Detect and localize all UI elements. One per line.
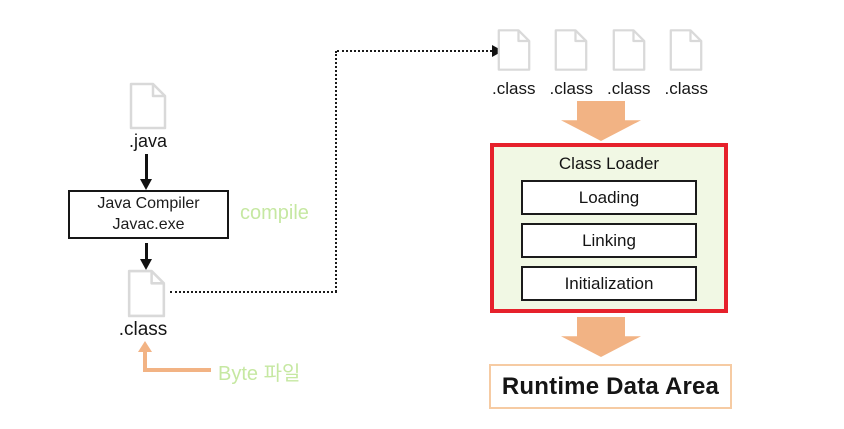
- arrow-java-to-compiler-head: [139, 179, 152, 190]
- class-file-item: .class: [665, 27, 708, 99]
- arrow-compiler-to-class-head: [139, 259, 152, 270]
- compiler-line1: Java Compiler: [97, 194, 200, 212]
- runtime-data-area-label: Runtime Data Area: [501, 372, 720, 400]
- java-file-label: .java: [128, 131, 168, 151]
- class-file-icon: [669, 27, 703, 73]
- class-file-icon: [497, 27, 531, 73]
- java-compiler-box: Java Compiler Javac.exe: [68, 190, 229, 239]
- dotted-connector-vertical: [335, 51, 337, 292]
- class-file-item: .class: [607, 27, 650, 99]
- compile-label: compile: [240, 202, 309, 224]
- dotted-connector-top: [337, 50, 492, 52]
- class-file-label: .class: [664, 79, 708, 98]
- class-file-label: .class: [492, 79, 536, 98]
- class-file-icon: [612, 27, 646, 73]
- stage-box-initialization: Initialization: [521, 266, 697, 301]
- class-file-item: .class: [492, 27, 535, 99]
- down-block-arrow-to-loader: [561, 101, 641, 141]
- byte-callout-vline: [143, 351, 147, 372]
- dotted-connector-bottom: [170, 291, 337, 293]
- byte-file-label: Byte 파일: [218, 363, 301, 385]
- class-loader-title: Class Loader: [558, 154, 660, 173]
- stage-box-loading: Loading: [521, 180, 697, 215]
- class-file-icon: [554, 27, 588, 73]
- stage-box-linking: Linking: [521, 223, 697, 258]
- java-file-icon: [129, 82, 167, 130]
- class-file-item: .class: [550, 27, 593, 99]
- down-block-arrow-to-runtime: [561, 317, 641, 357]
- byte-callout-arrowhead: [138, 341, 152, 352]
- byte-callout-hline: [143, 368, 211, 372]
- arrow-java-to-compiler: [145, 154, 148, 180]
- runtime-data-area-box: Runtime Data Area: [489, 364, 732, 409]
- arrow-compiler-to-class: [145, 243, 148, 260]
- class-file-label: .class: [607, 79, 651, 98]
- compiler-line2: Javac.exe: [112, 215, 185, 233]
- class-loader-box: Class Loader Loading Linking Initializat…: [490, 143, 728, 313]
- class-files-row: .class .class .class .class: [492, 27, 708, 99]
- class-file-label: .class: [118, 319, 168, 340]
- class-file-label: .class: [549, 79, 593, 98]
- class-file-icon: [127, 269, 166, 318]
